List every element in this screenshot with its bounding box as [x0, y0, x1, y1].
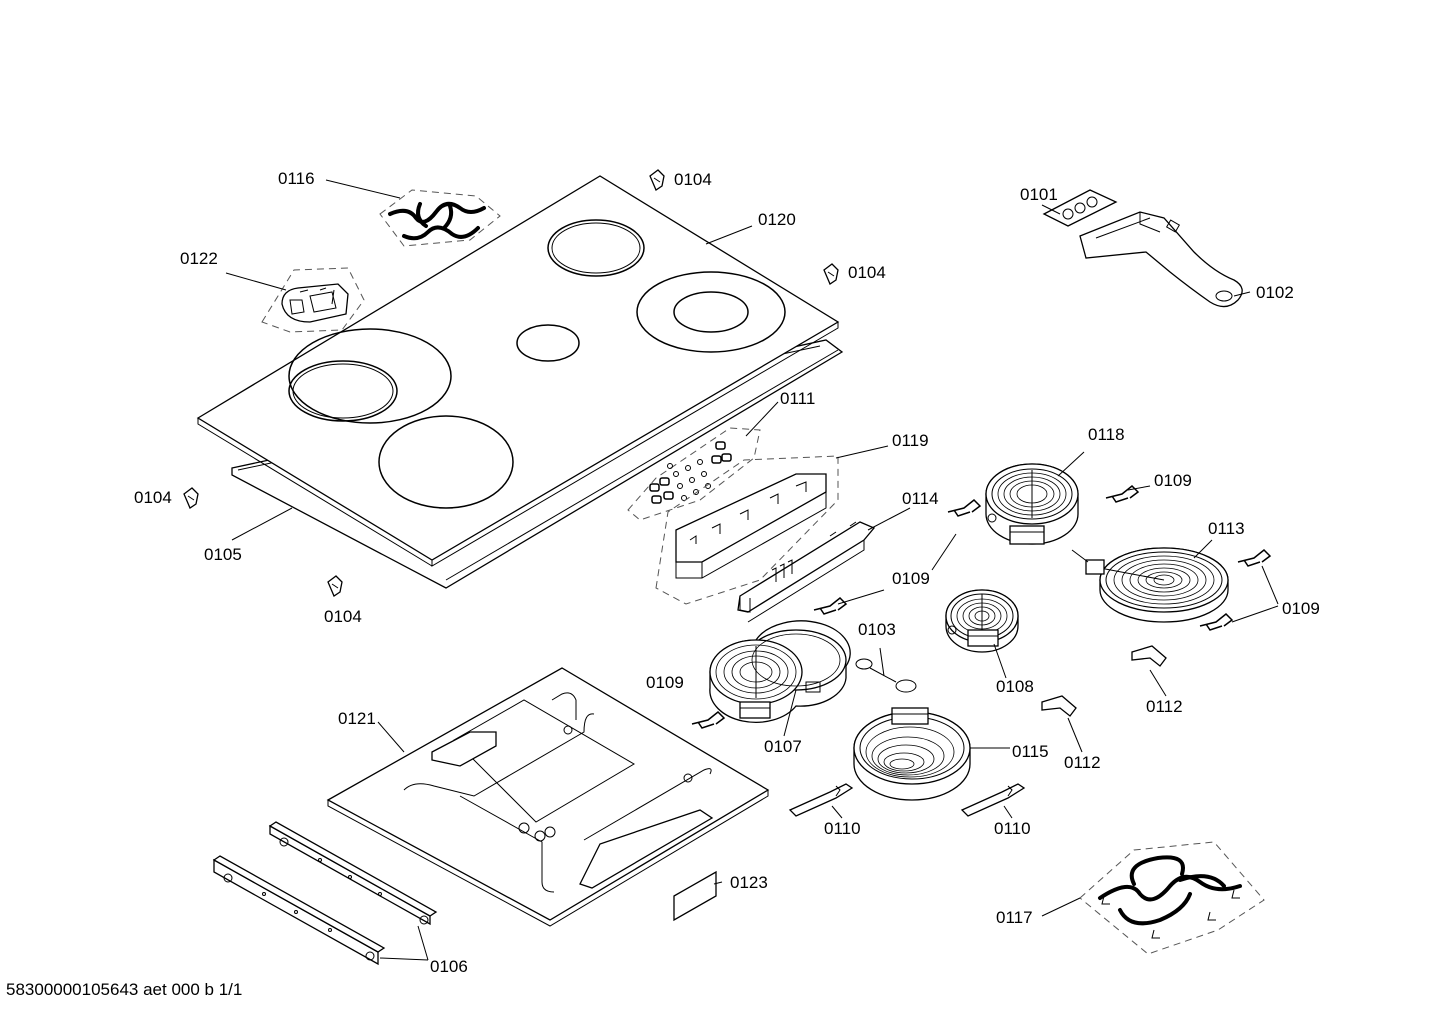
clip-0104-bottom — [327, 575, 343, 597]
label-0112-b: 0112 — [1064, 753, 1101, 772]
bottom-tray-0121 — [326, 667, 770, 927]
label-0110-b: 0110 — [994, 819, 1031, 838]
label-0103: 0103 — [858, 620, 896, 639]
mounting-rail-0106-back — [268, 821, 438, 926]
leader-lines — [225, 179, 1279, 961]
label-0121: 0121 — [338, 709, 376, 728]
label-0112-a: 0112 — [1146, 697, 1183, 716]
sensor-0103 — [855, 658, 917, 693]
label-0109-b: 0109 — [892, 569, 930, 588]
label-0101: 0101 — [1020, 185, 1058, 204]
label-0123: 0123 — [730, 873, 768, 892]
label-0104-bottom: 0104 — [324, 607, 362, 626]
label-0118: 0118 — [1088, 425, 1125, 444]
label-0116: 0116 — [278, 169, 315, 188]
label-0114: 0114 — [902, 489, 939, 508]
holder-0110-b — [960, 783, 1026, 817]
button-set-0111 — [627, 427, 761, 521]
spring-clip-0109-c — [1237, 548, 1272, 567]
spring-clip-0109-e — [813, 596, 848, 615]
mounting-rail-0106-front — [212, 855, 386, 966]
connector-block-0122 — [261, 267, 365, 333]
control-board-0119 — [655, 455, 839, 605]
ceramic-glass-top — [196, 175, 844, 589]
document-code: 58300000105643 aet 000 b 1/1 — [6, 980, 243, 999]
label-0109-d: 0109 — [646, 673, 684, 692]
spring-clip-0109-f — [691, 710, 726, 729]
label-0120: 0120 — [758, 210, 796, 229]
part-labels: 0116 0104 0120 0104 0122 0101 0102 0111 … — [134, 169, 1320, 976]
label-0107: 0107 — [764, 737, 802, 756]
clip-0104-top — [649, 169, 665, 191]
label-0109-a: 0109 — [1154, 471, 1192, 490]
radiant-heater-0118 — [985, 463, 1079, 545]
label-0108: 0108 — [996, 677, 1034, 696]
label-0105: 0105 — [204, 545, 242, 564]
rating-plate-0123 — [673, 870, 717, 922]
cable-harness-0116 — [379, 189, 501, 247]
radiant-heater-0113 — [1071, 547, 1229, 623]
spring-clip-0109-a — [1105, 484, 1140, 503]
scraper-handle-0102 — [1079, 211, 1243, 308]
scraper-blade-0101 — [1042, 189, 1118, 227]
board-holder-0114 — [737, 521, 876, 623]
label-0109-c: 0109 — [1282, 599, 1320, 618]
label-0104-top: 0104 — [674, 170, 712, 189]
label-0104-right: 0104 — [848, 263, 886, 282]
label-0102: 0102 — [1256, 283, 1294, 302]
bracket-0112-a — [1131, 645, 1167, 667]
holder-0110-a — [788, 783, 854, 817]
radiant-heater-0115 — [853, 707, 971, 801]
radiant-heater-0108 — [945, 589, 1019, 653]
label-0117: 0117 — [996, 908, 1033, 927]
label-0119: 0119 — [892, 431, 929, 450]
label-0104-left: 0104 — [134, 488, 172, 507]
spring-clip-0109-d — [1199, 612, 1234, 631]
label-0113: 0113 — [1208, 519, 1245, 538]
label-0106: 0106 — [430, 957, 468, 976]
cable-harness-0117 — [1079, 841, 1265, 955]
label-0111: 0111 — [780, 389, 815, 408]
label-0110-a: 0110 — [824, 819, 861, 838]
dual-heater-0107 — [709, 620, 851, 724]
clip-0104-left — [183, 487, 199, 509]
label-0122: 0122 — [180, 249, 218, 268]
bracket-0112-b — [1041, 695, 1077, 717]
clip-0104-right — [823, 263, 839, 285]
label-0115: 0115 — [1012, 742, 1049, 761]
spring-clip-0109-b — [947, 498, 982, 517]
